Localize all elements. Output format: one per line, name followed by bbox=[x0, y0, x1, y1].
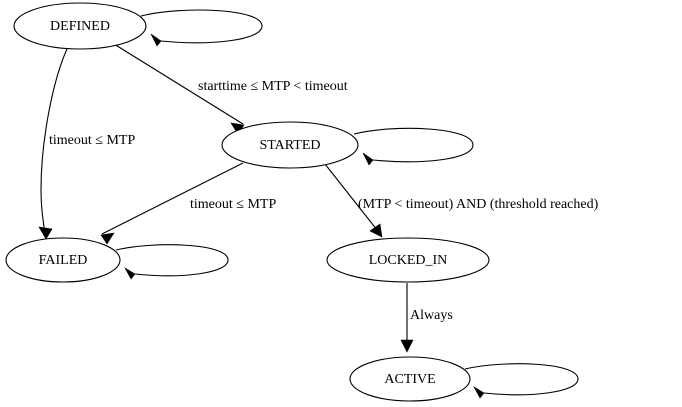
edge-failed-self-arrowhead bbox=[124, 267, 136, 280]
node-active-shape bbox=[349, 356, 471, 402]
node-active[interactable]: ACTIVE bbox=[349, 356, 471, 402]
node-locked-in-shape bbox=[326, 237, 490, 283]
node-failed[interactable]: FAILED bbox=[5, 237, 121, 283]
node-active-label: ACTIVE bbox=[384, 372, 435, 387]
edge-started-failed-label: timeout ≤ MTP bbox=[190, 197, 276, 212]
edge-defined-started[interactable]: starttime ≤ MTP < timeout bbox=[113, 43, 348, 135]
edge-locked-in-active-label: Always bbox=[410, 308, 453, 323]
edge-active-self[interactable] bbox=[464, 363, 579, 399]
node-failed-shape bbox=[5, 237, 121, 283]
edge-defined-self[interactable] bbox=[140, 9, 263, 47]
edge-active-self-arrowhead bbox=[473, 386, 485, 399]
node-started-label: STARTED bbox=[259, 138, 320, 153]
node-defined[interactable]: DEFINED bbox=[13, 2, 147, 50]
node-defined-shape bbox=[13, 2, 147, 50]
edge-started-locked-in-label: (MTP < timeout) AND (threshold reached) bbox=[358, 197, 599, 212]
node-defined-label: DEFINED bbox=[50, 19, 110, 34]
node-started[interactable]: STARTED bbox=[221, 121, 359, 169]
edge-started-failed[interactable]: timeout ≤ MTP bbox=[100, 162, 276, 245]
edge-active-self-path bbox=[464, 363, 579, 396]
node-failed-label: FAILED bbox=[39, 253, 88, 268]
edge-defined-failed[interactable]: timeout ≤ MTP bbox=[38, 48, 135, 240]
edge-defined-started-label: starttime ≤ MTP < timeout bbox=[198, 79, 348, 94]
edge-started-self-path bbox=[353, 127, 474, 163]
edge-started-failed-arrowhead bbox=[100, 232, 115, 245]
edge-started-failed-path bbox=[101, 162, 244, 235]
edge-defined-failed-arrowhead bbox=[38, 226, 53, 240]
edge-started-locked-in[interactable]: (MTP < timeout) AND (threshold reached) bbox=[324, 163, 599, 238]
edge-failed-self-path bbox=[115, 244, 229, 277]
node-locked-in-label: LOCKED_IN bbox=[369, 253, 448, 268]
edge-started-self[interactable] bbox=[353, 127, 474, 166]
edge-defined-failed-path bbox=[40, 48, 68, 239]
node-locked-in[interactable]: LOCKED_IN bbox=[326, 237, 490, 283]
edge-locked-in-active-arrowhead bbox=[400, 339, 414, 353]
edge-defined-self-arrowhead bbox=[150, 33, 162, 47]
node-started-shape bbox=[221, 121, 359, 169]
edge-locked-in-active[interactable]: Always bbox=[400, 283, 453, 353]
edge-failed-self[interactable] bbox=[115, 244, 229, 280]
edge-defined-self-path bbox=[140, 9, 263, 44]
edge-defined-failed-label: timeout ≤ MTP bbox=[49, 133, 135, 148]
edge-started-locked-in-path bbox=[324, 163, 382, 236]
edge-started-locked-in-arrowhead bbox=[369, 223, 383, 238]
edge-started-self-arrowhead bbox=[362, 152, 374, 166]
edge-defined-started-path bbox=[113, 43, 244, 125]
